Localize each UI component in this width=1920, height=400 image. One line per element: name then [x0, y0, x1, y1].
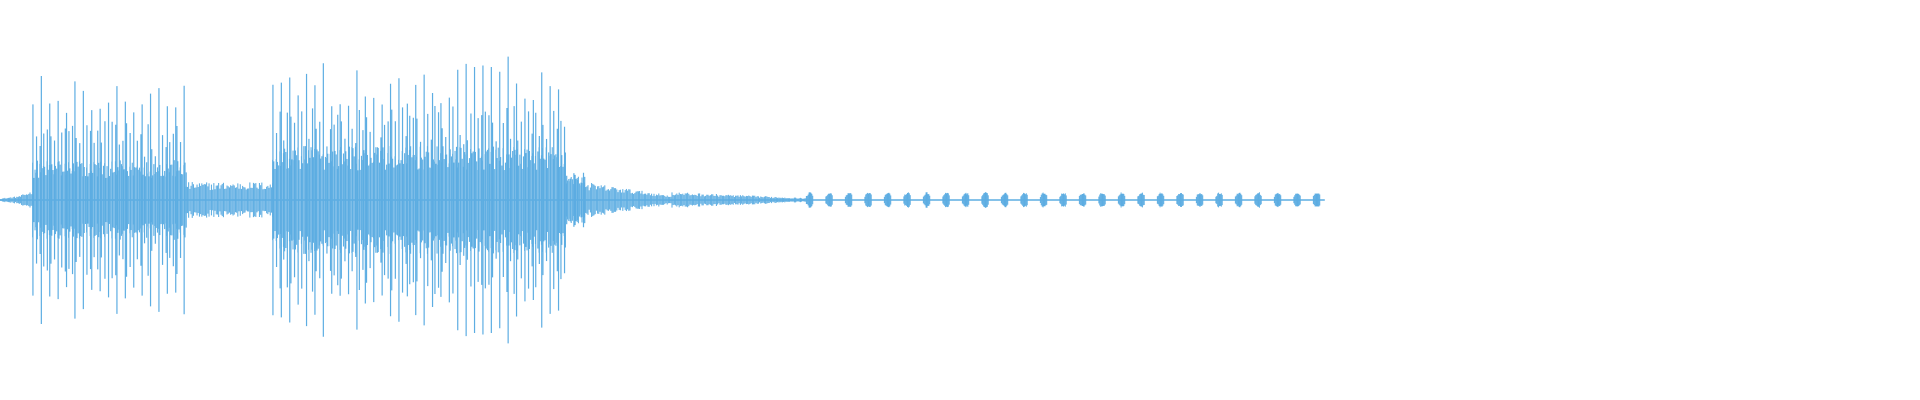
- waveform-strokes: [0, 56, 1325, 344]
